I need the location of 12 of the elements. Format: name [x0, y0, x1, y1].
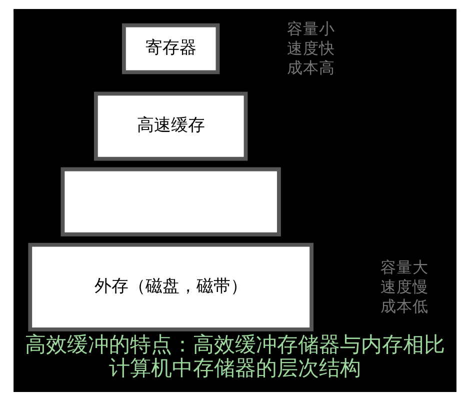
label: 速度快 — [286, 38, 335, 57]
label: 容量大 — [380, 256, 429, 276]
diagram-title: 高效缓冲的特点：高效缓冲存储器与内存相比 — [25, 332, 445, 356]
node-box: 高速缓存 — [94, 91, 248, 160]
caption: 计算机中存储器的层次结构 — [109, 355, 361, 380]
label: 成本低 — [380, 296, 429, 315]
node-box: 寄存器 — [122, 22, 220, 74]
node-box — [60, 166, 281, 236]
label: 容量小 — [286, 18, 335, 38]
label: 速度慢 — [380, 276, 429, 296]
label: 成本高 — [286, 57, 335, 76]
node-box: 外存（磁盘，磁带） — [28, 242, 314, 331]
